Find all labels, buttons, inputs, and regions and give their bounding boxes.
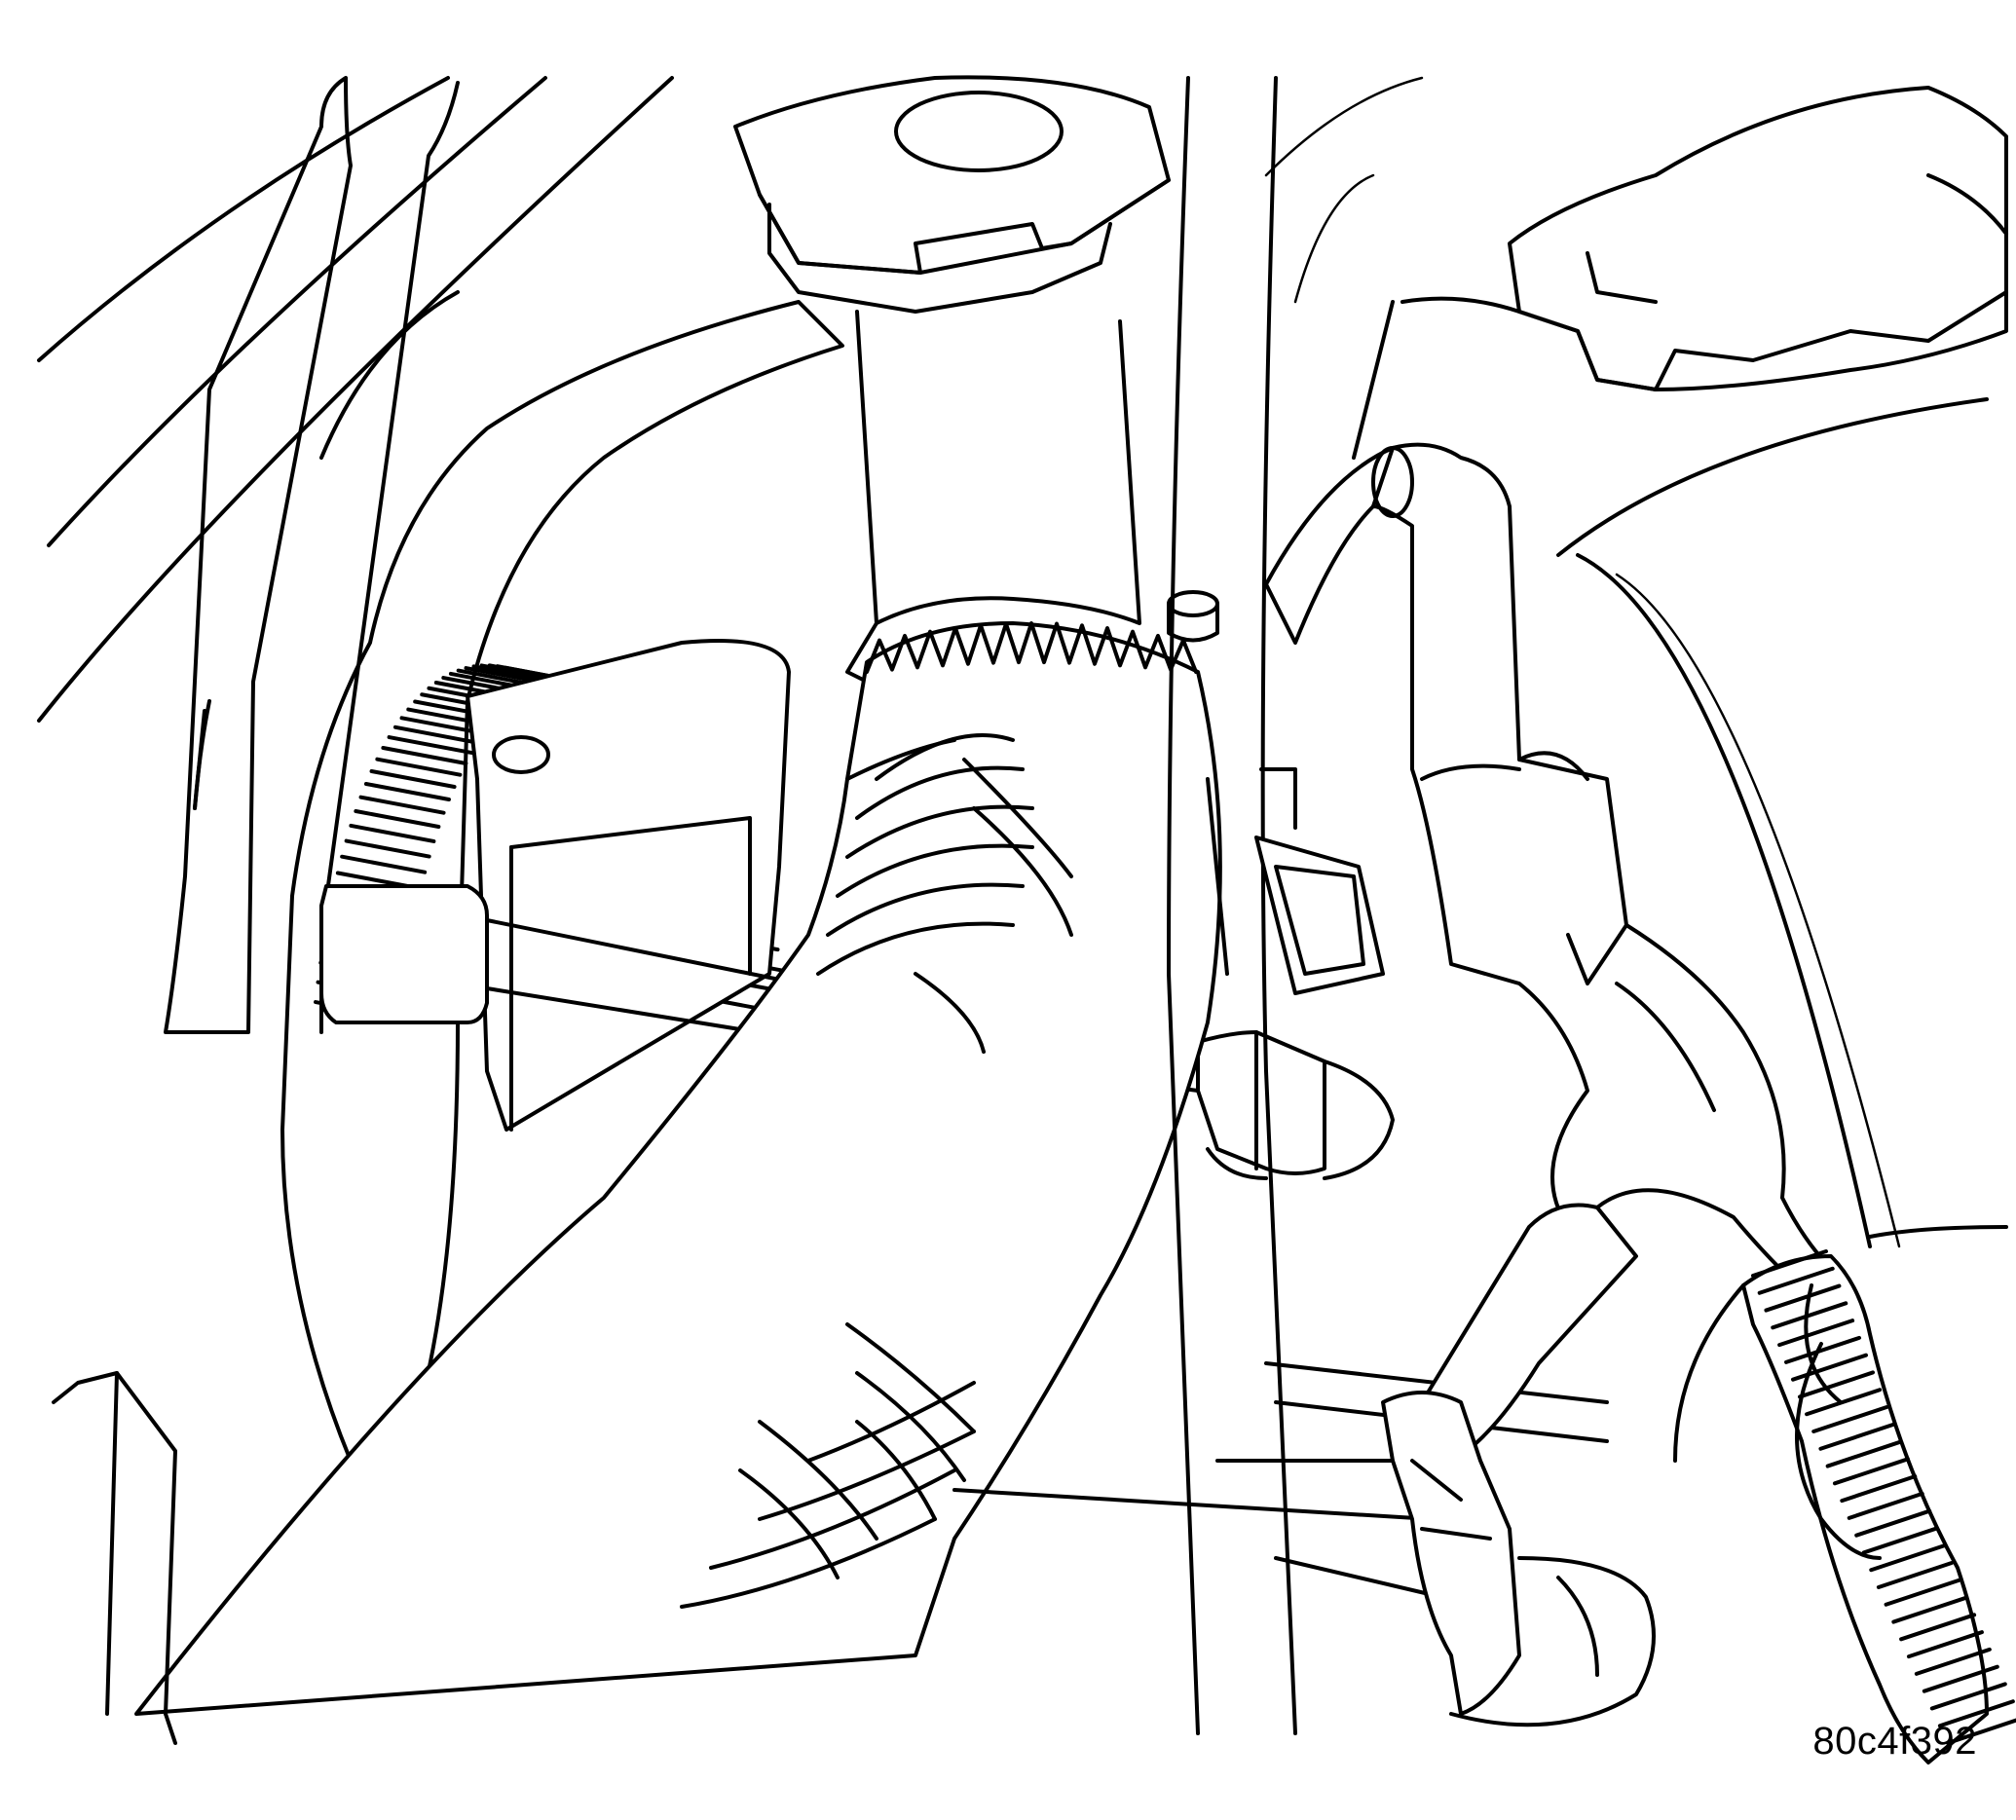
- conduit-rib: [1891, 1595, 1969, 1624]
- reservoir-cap: [1508, 86, 2008, 391]
- conduit-rib: [1937, 1699, 2015, 1728]
- right-heater-hose: [1264, 442, 1852, 1317]
- figure-id-label: 80c4f392: [1812, 1720, 1977, 1763]
- conduit-rib: [1832, 1457, 1910, 1486]
- hose-rib: [354, 809, 441, 830]
- conduit-rib: [1764, 1283, 1842, 1313]
- right-housing-lines: [1264, 76, 2008, 1560]
- hose-rib: [344, 838, 431, 859]
- hose-rib: [392, 724, 480, 745]
- conduit-rib: [1818, 1422, 1896, 1451]
- corrugated-conduit: [1741, 1249, 2016, 1764]
- background-sweep-lines: [37, 76, 674, 723]
- conduit-rib: [1884, 1578, 1961, 1607]
- conduit-rib: [1876, 1561, 1954, 1589]
- hose-rib: [375, 757, 463, 777]
- conduit-rib: [1929, 1682, 2007, 1711]
- hose-rib: [340, 854, 428, 874]
- conduit-rib: [1805, 1388, 1883, 1417]
- hose-rib: [387, 735, 474, 756]
- hose-rib: [369, 768, 457, 789]
- conduit-rib: [1757, 1266, 1835, 1295]
- conduit-rib: [1798, 1370, 1876, 1399]
- conduit-rib: [1840, 1474, 1918, 1504]
- conduit-rib: [1847, 1491, 1924, 1520]
- hose-rib: [381, 746, 468, 766]
- conduit-rib: [1899, 1613, 1977, 1642]
- conduit-ribs: [1751, 1249, 2016, 1745]
- conduit-rib: [1784, 1335, 1862, 1364]
- socket-wrench: [319, 884, 1395, 1180]
- hose-shading-strokes: [680, 733, 1073, 1609]
- conduit-rib: [1790, 1353, 1868, 1382]
- conduit-rib: [1751, 1249, 1828, 1278]
- bracket-plate: [466, 639, 791, 1132]
- conduit-rib: [1914, 1647, 1992, 1676]
- conduit-rib: [1869, 1543, 1947, 1573]
- left-coolant-pipe: [164, 76, 460, 1034]
- conduit-rib: [1946, 1718, 2016, 1745]
- filler-neck: [845, 310, 1141, 684]
- conduit-rib: [1825, 1439, 1903, 1468]
- central-upper-hose: [134, 621, 1222, 1716]
- conduit-rib: [1811, 1405, 1889, 1433]
- conduit-rib: [1854, 1508, 1932, 1538]
- bleed-fitting: [1167, 590, 1385, 995]
- conduit-rib: [1771, 1301, 1848, 1330]
- radiator-cap: [733, 75, 1171, 314]
- hose-rib: [363, 782, 451, 802]
- lower-hose-fitting: [1381, 1203, 1656, 1727]
- conduit-rib: [1861, 1526, 1939, 1555]
- hose-rib: [349, 823, 436, 843]
- conduit-rib: [1906, 1630, 1984, 1659]
- hose-rib: [358, 795, 446, 815]
- conduit-rib: [1922, 1664, 1999, 1693]
- lower-left-frame: [52, 1371, 177, 1745]
- conduit-rib: [1777, 1319, 1855, 1348]
